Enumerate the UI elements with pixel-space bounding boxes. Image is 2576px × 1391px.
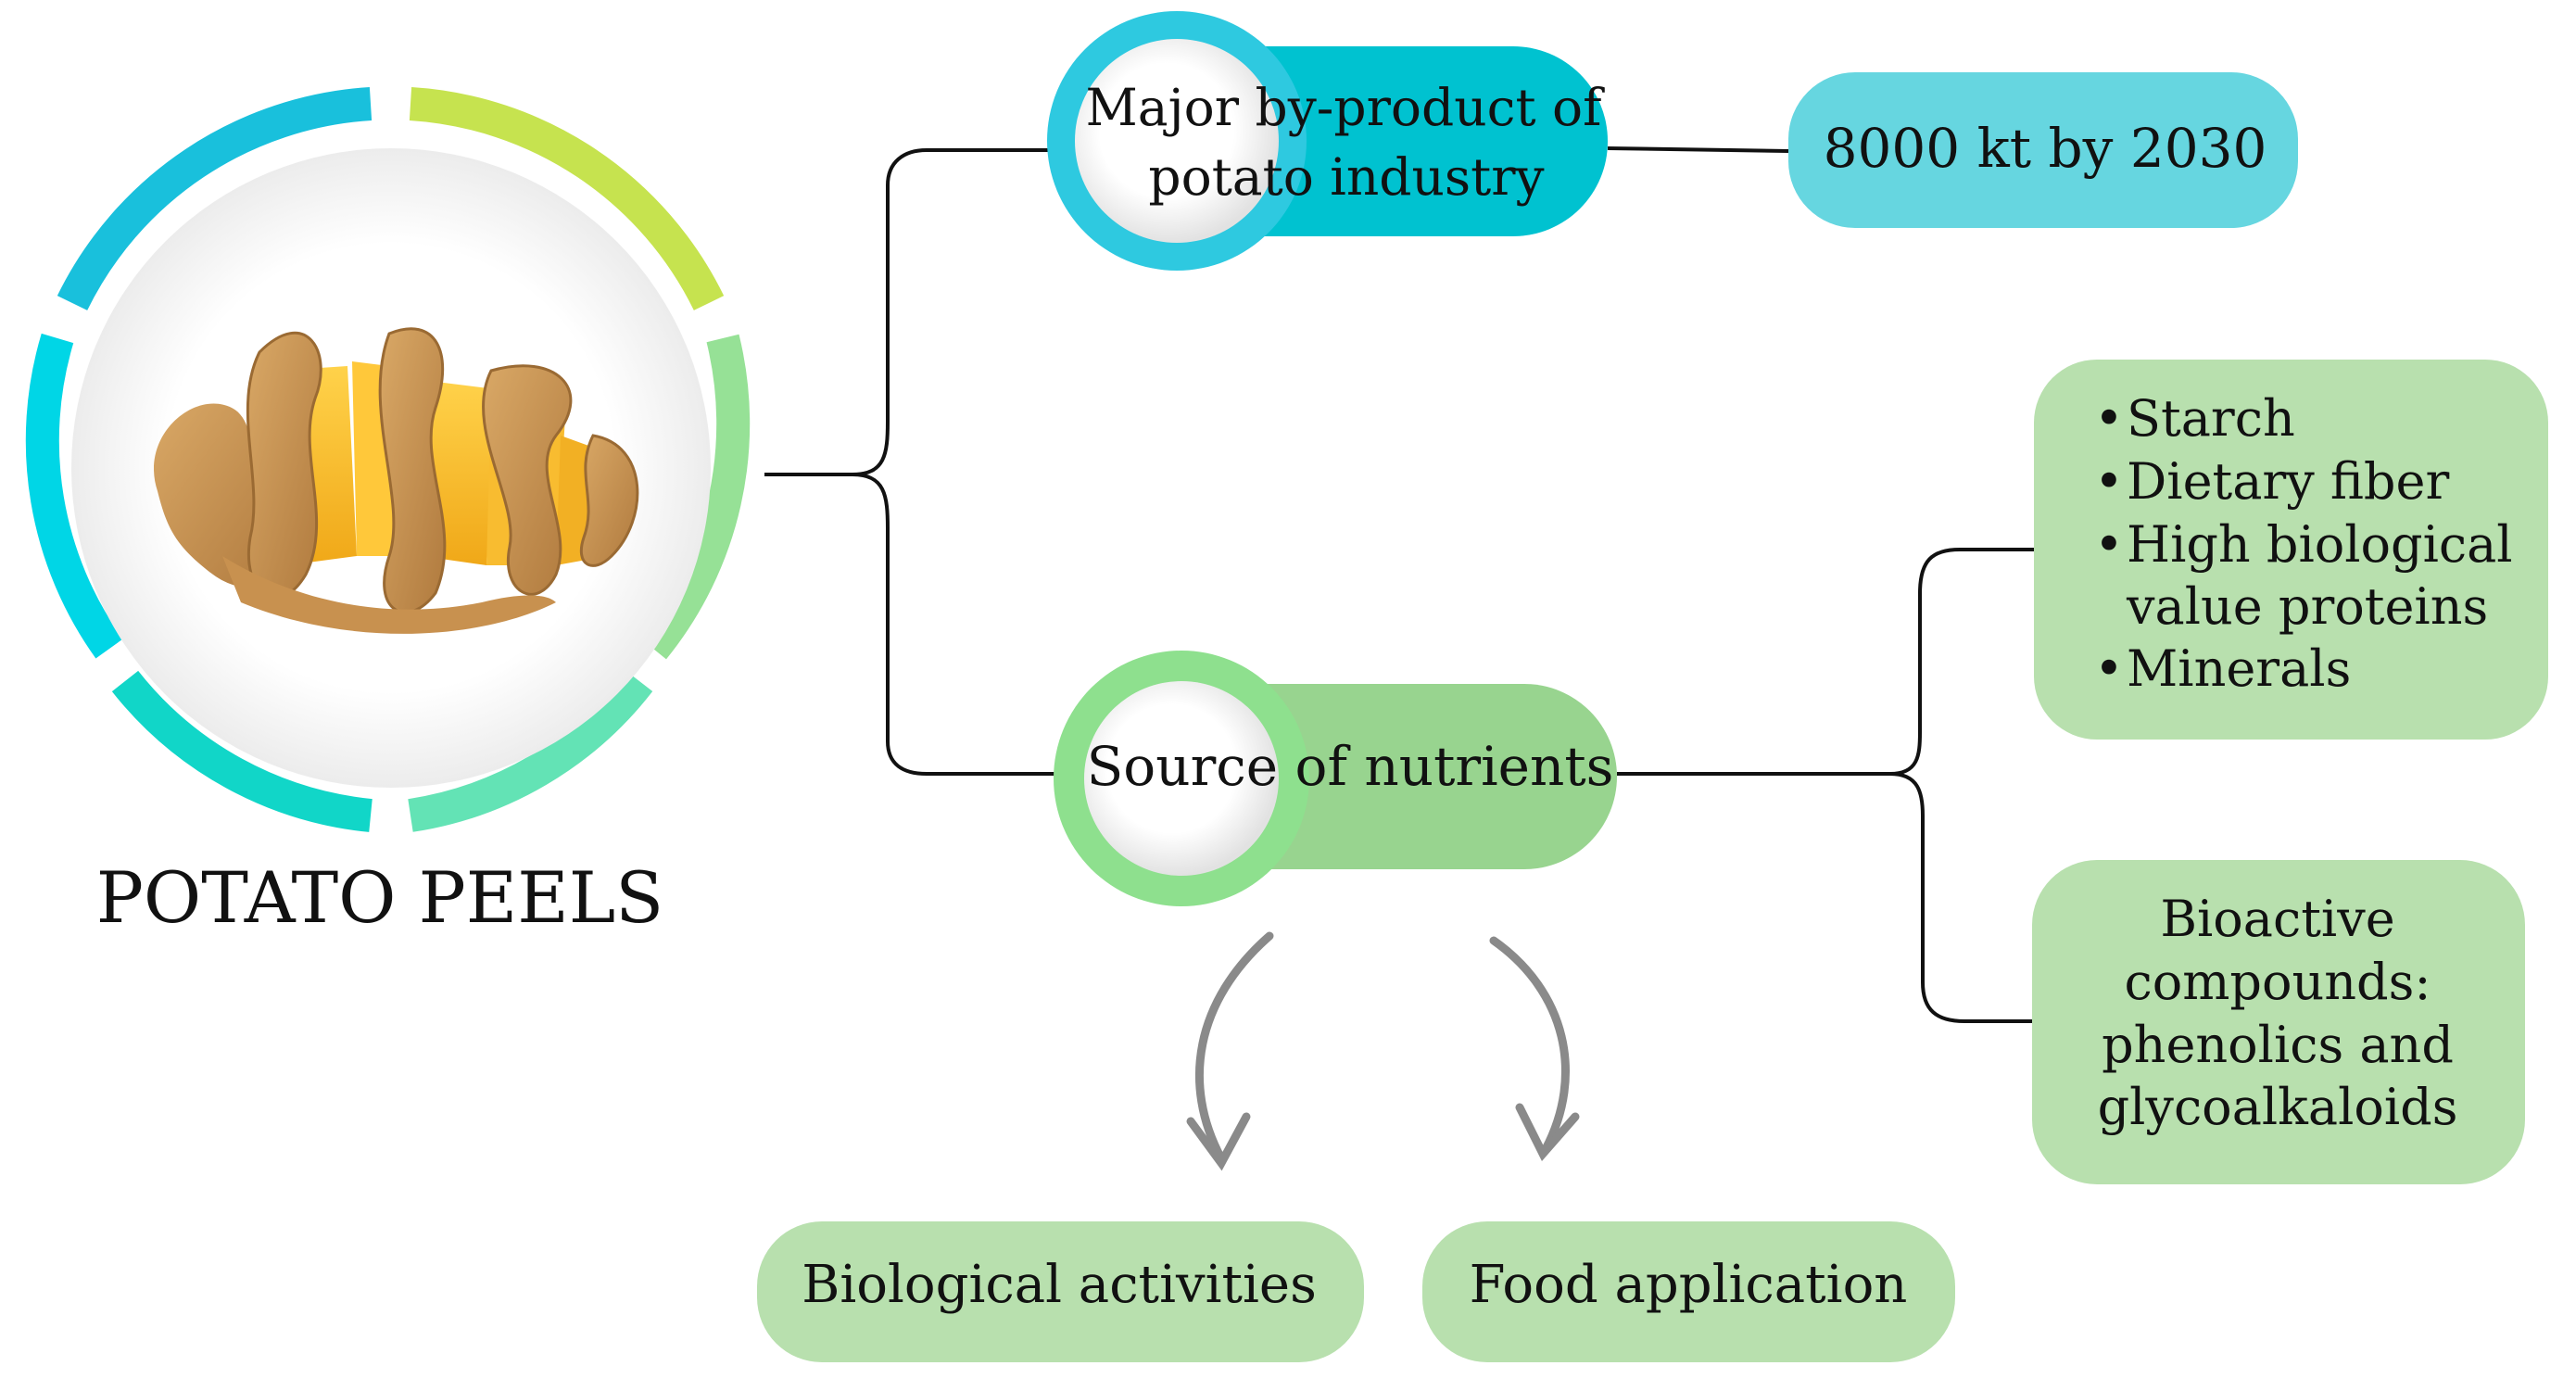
nutrients-bullet: • (2094, 452, 2124, 511)
ring-segment-top-right (409, 87, 725, 310)
branch-bottom-label: Source of nutrients (1087, 735, 1614, 798)
top-result: 8000 kt by 2030 (1788, 72, 2298, 228)
connector-nutrients-to-bioactive (1889, 772, 2034, 1023)
nutrients-item: value proteins (2126, 577, 2488, 636)
nutrients-list: • Starch • Dietary fiber • High biologic… (2034, 360, 2548, 740)
arrow-right-head (1515, 1103, 1580, 1162)
nutrients-bullet: • (2094, 639, 2124, 698)
ring-segment-bottom-left (111, 670, 373, 832)
bioactive-line: glycoalkaloids (2098, 1078, 2458, 1136)
root-node: POTATO PEELS (25, 87, 751, 939)
arrow-left-curve (1194, 931, 1274, 1163)
root-title: POTATO PEELS (96, 856, 664, 939)
connector-top-to-result (1607, 146, 1789, 153)
ring-segment-bottom-right (408, 670, 653, 832)
outcome-right-label: Food application (1470, 1255, 1908, 1315)
ring-segment-right (640, 334, 751, 660)
branch-top-dot (1075, 39, 1279, 243)
nutrients-item: Dietary fiber (2127, 452, 2449, 511)
ring-segment-top-left (57, 87, 373, 310)
potato-peel-image (154, 327, 639, 634)
connector-nutrients-to-lists (1617, 548, 2034, 776)
outcome-left-box (757, 1221, 1364, 1362)
bioactive-line: Bioactive (2160, 890, 2394, 948)
arrow-right-curve (1489, 936, 1570, 1154)
nutrients-bullet: • (2094, 515, 2124, 574)
connector-root-to-bottom (852, 473, 1056, 776)
ring-segment-left (25, 333, 123, 659)
top-result-label: 8000 kt by 2030 (1824, 117, 2267, 180)
branch-bottom: Source of nutrients (1054, 651, 1617, 906)
nutrients-list-box (2034, 360, 2548, 740)
branch-bottom-dot (1084, 681, 1279, 876)
connector-root-to-branches (764, 148, 1054, 476)
nutrients-item: Minerals (2127, 639, 2351, 698)
branch-top-label-line2: potato industry (1148, 147, 1544, 207)
nutrients-bullet: • (2094, 389, 2124, 448)
nutrients-item: Starch (2127, 389, 2295, 448)
bioactive-compounds: Bioactive compounds: phenolics and glyco… (2032, 860, 2525, 1184)
outcome-left-label: Biological activities (802, 1255, 1317, 1315)
arrows (1186, 931, 1580, 1171)
top-result-box (1788, 72, 2298, 228)
bioactive-box (2032, 860, 2525, 1184)
nutrients-item: High biological (2127, 515, 2513, 574)
branch-top: Major by-product of potato industry (1047, 11, 1608, 271)
arrow-left-head (1186, 1112, 1251, 1171)
bioactive-line: phenolics and (2102, 1016, 2454, 1074)
connectors (764, 146, 2034, 1023)
bioactive-line: compounds: (2124, 953, 2431, 1011)
outcome-right: Food application (1422, 1221, 1955, 1362)
outcome-left: Biological activities (757, 1221, 1364, 1362)
branch-top-label-line1: Major by-product of (1085, 78, 1605, 137)
outcome-right-box (1422, 1221, 1955, 1362)
